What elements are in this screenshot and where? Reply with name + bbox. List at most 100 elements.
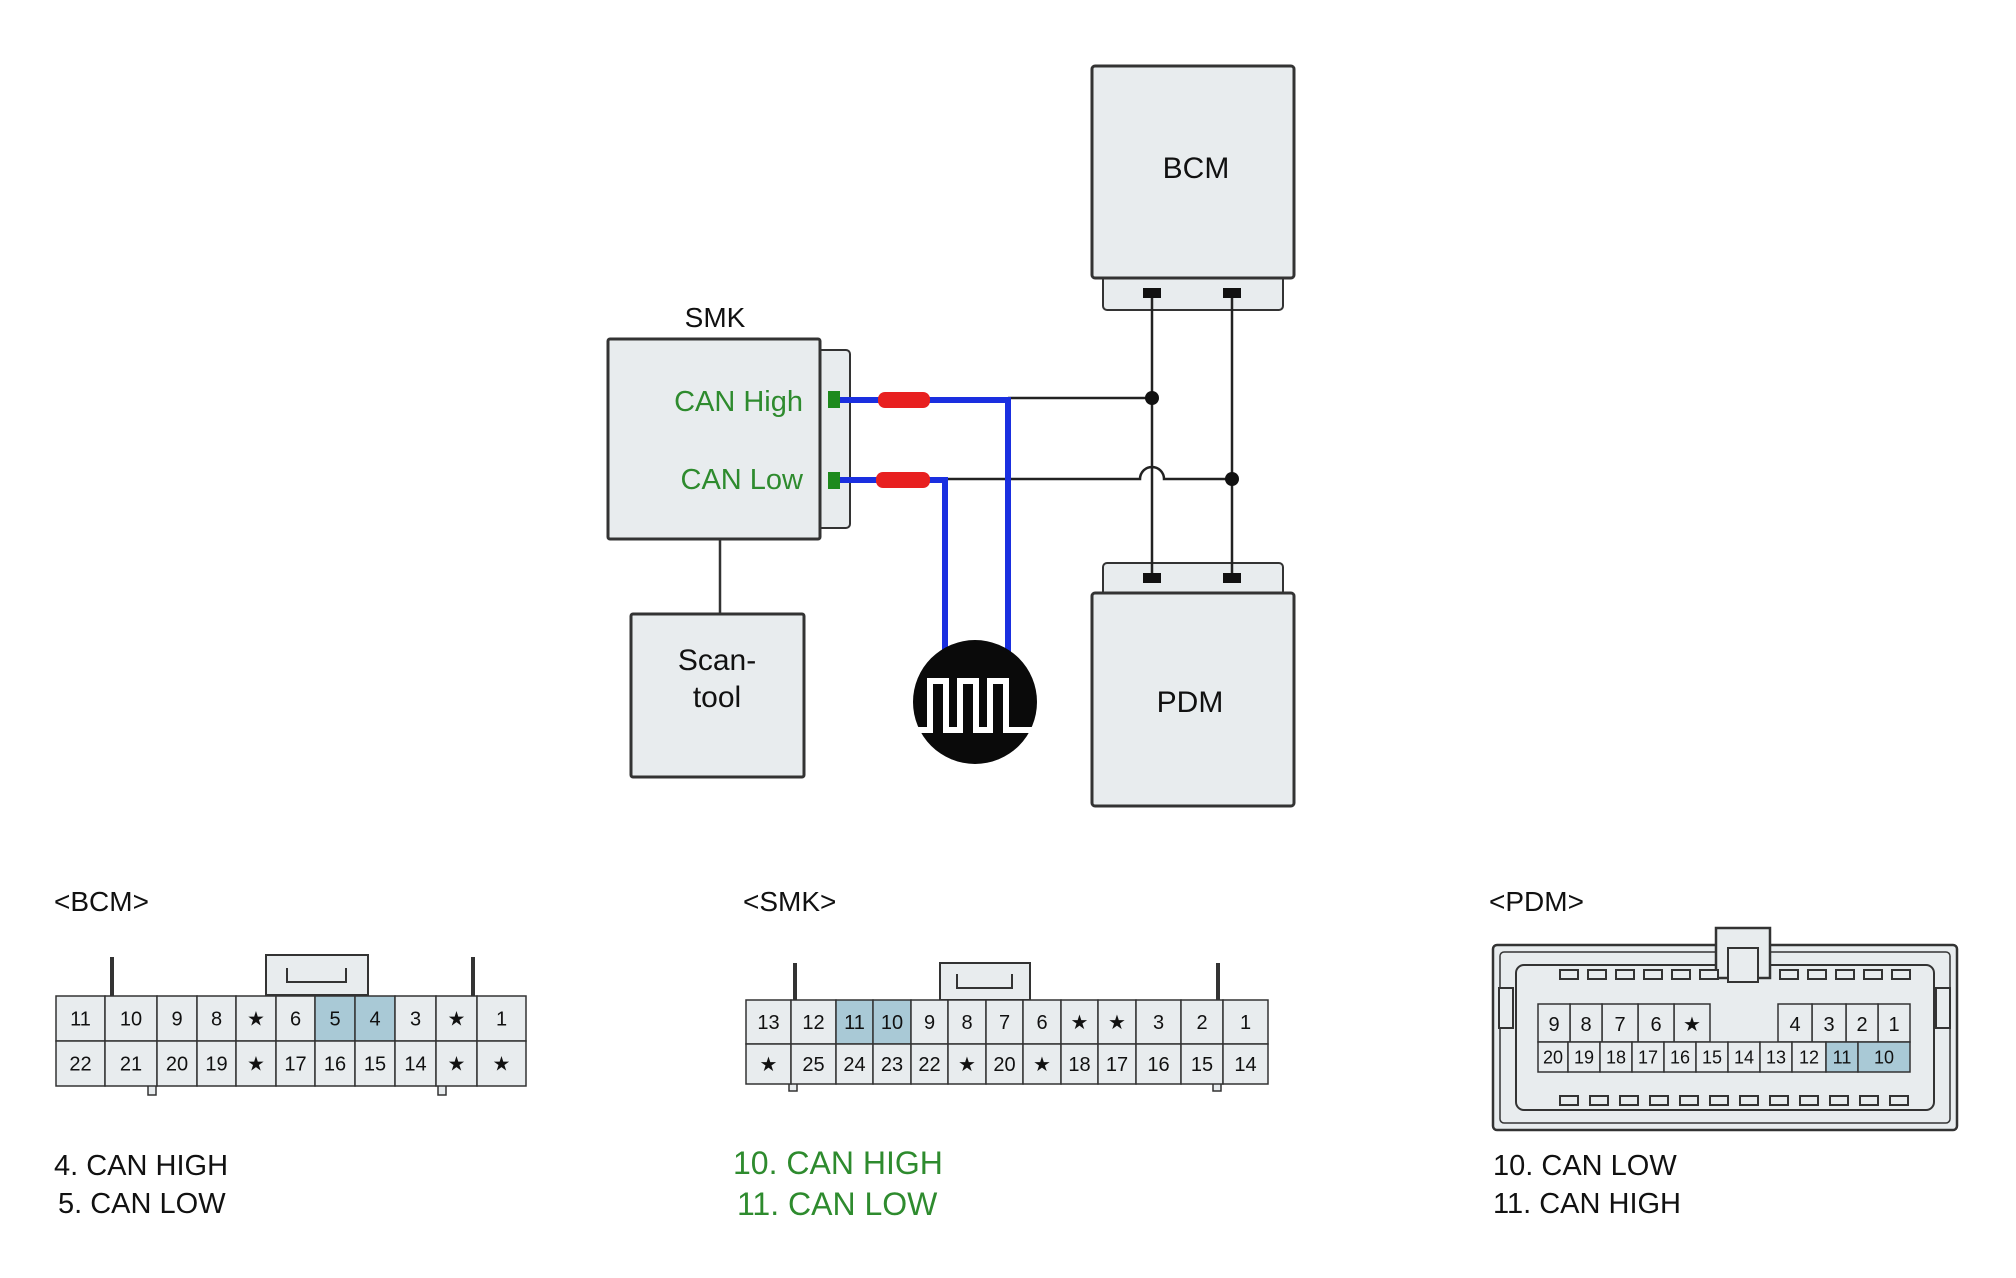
pdm-pin-cell xyxy=(1811,1003,1847,1043)
bcm-pin-number: 9 xyxy=(171,1009,182,1031)
smk-pin-cell xyxy=(1180,999,1224,1045)
pdm-latch xyxy=(1769,1095,1789,1106)
smk-pin-number: ★ xyxy=(1108,1012,1126,1034)
bcm-pin-cell xyxy=(196,995,237,1042)
pdm-pin-cell xyxy=(1857,1041,1911,1073)
smk-connector-title: <SMK> xyxy=(743,886,836,917)
pdm-pin-number: 9 xyxy=(1548,1014,1559,1036)
bcm-pin-number: ★ xyxy=(247,1009,265,1031)
smk-pin-number: ★ xyxy=(1033,1054,1051,1076)
pdm-label: PDM xyxy=(1157,686,1224,719)
pdm-legend-1: 10. CAN LOW xyxy=(1493,1150,1677,1182)
smk-pin-number: 8 xyxy=(961,1012,972,1034)
bcm-connector-title: <BCM> xyxy=(54,886,149,917)
pdm-pin-cell xyxy=(1673,1003,1711,1043)
smk-pin-number: 10 xyxy=(881,1012,903,1034)
bcm-module: BCM xyxy=(1090,64,1296,311)
pdm-latch xyxy=(1559,969,1579,980)
bcm-pin-number: 22 xyxy=(69,1054,91,1076)
can-bus-wiring xyxy=(945,298,1234,573)
smk-pin-cell xyxy=(1060,999,1099,1045)
smk-pin-cell xyxy=(745,999,792,1045)
probe-clip-low xyxy=(876,472,930,488)
pdm-latch xyxy=(1679,1095,1699,1106)
bcm-pin-number: 3 xyxy=(410,1009,421,1031)
smk-pin-number: 14 xyxy=(1234,1054,1256,1076)
bcm-pin-cell xyxy=(354,1040,396,1087)
smk-pin-cell xyxy=(1222,999,1269,1045)
pdm-pin-cell xyxy=(1537,1003,1571,1043)
smk-pin-number: ★ xyxy=(958,1054,976,1076)
smk-pin-cell xyxy=(1097,1043,1137,1085)
bcm-pin-cell xyxy=(476,995,527,1042)
bcm-pin-cell xyxy=(235,1040,277,1087)
pdm-pin-number: 18 xyxy=(1606,1047,1626,1067)
scan-tool-label-1: Scan- xyxy=(678,644,756,677)
bcm-pin-number: 11 xyxy=(70,1009,91,1031)
pdm-latch xyxy=(1559,1095,1579,1106)
bcm-pin-cell xyxy=(314,1040,356,1087)
pdm-legend-2: 11. CAN HIGH xyxy=(1493,1188,1681,1220)
bcm-pin-number: 15 xyxy=(364,1054,386,1076)
pdm-module: PDM xyxy=(1090,562,1296,808)
pdm-latch xyxy=(1807,969,1827,980)
pdm-pin-number: 19 xyxy=(1574,1047,1594,1067)
pdm-pin-number: 12 xyxy=(1799,1047,1819,1067)
pdm-latch xyxy=(1709,1095,1729,1106)
probe-wires xyxy=(840,397,1011,653)
bcm-pin-number: 1 xyxy=(496,1009,507,1031)
smk-pin-number: 3 xyxy=(1153,1012,1164,1034)
pdm-pin-number: 13 xyxy=(1766,1047,1786,1067)
bcm-pin-number: 4 xyxy=(369,1009,380,1031)
bcm-pin-cell xyxy=(104,1040,158,1087)
smk-pin-number: 20 xyxy=(993,1054,1015,1076)
scan-tool-label-2: tool xyxy=(693,681,741,714)
smk-pin-number: 23 xyxy=(881,1054,903,1076)
square-wave-icon xyxy=(918,678,1032,733)
smk-pin-number: 17 xyxy=(1106,1054,1128,1076)
pdm-latch xyxy=(1619,1095,1639,1106)
smk-pin-number: 18 xyxy=(1068,1054,1090,1076)
pdm-pin-cell xyxy=(1695,1041,1729,1073)
pdm-pin-number: 2 xyxy=(1856,1014,1867,1036)
smk-pin-cell xyxy=(1135,1043,1182,1085)
pdm-latch xyxy=(1649,1095,1669,1106)
can-high-junction xyxy=(1145,391,1159,405)
bcm-pin-number: ★ xyxy=(448,1009,466,1031)
scan-tool: Scan- tool xyxy=(629,539,806,779)
smk-pin-cell xyxy=(910,999,949,1045)
pdm-pin-cell xyxy=(1759,1041,1793,1073)
smk-pin-number: 6 xyxy=(1036,1012,1047,1034)
smk-pin-number: 24 xyxy=(843,1054,865,1076)
pdm-pin-number: 17 xyxy=(1638,1047,1658,1067)
bcm-label: BCM xyxy=(1163,152,1230,185)
pdm-latch xyxy=(1779,969,1799,980)
bcm-legend-1: 4. CAN HIGH xyxy=(54,1150,228,1182)
smk-pin-cell xyxy=(790,1043,837,1085)
smk-pin-number: ★ xyxy=(1071,1012,1089,1034)
pdm-pin-cell xyxy=(1845,1003,1879,1043)
pdm-pin-cell xyxy=(1825,1041,1859,1073)
pdm-pin-cell xyxy=(1791,1041,1827,1073)
pdm-latch xyxy=(1829,1095,1849,1106)
bcm-pin-cell xyxy=(235,995,277,1042)
bcm-legend-2: 5. CAN LOW xyxy=(58,1188,226,1220)
bcm-pin-number: 8 xyxy=(211,1009,222,1031)
smk-pin-number: 2 xyxy=(1196,1012,1207,1034)
pdm-latch xyxy=(1615,969,1635,980)
pdm-latch xyxy=(1699,969,1719,980)
bcm-pin-number: 6 xyxy=(290,1009,301,1031)
smk-pin-number: 13 xyxy=(757,1012,779,1034)
pdm-latch xyxy=(1889,1095,1909,1106)
smk-pin-cell xyxy=(910,1043,949,1085)
pdm-latch xyxy=(1589,1095,1609,1106)
pdm-latch xyxy=(1891,969,1911,980)
smk-legend-1: 10. CAN HIGH xyxy=(733,1145,943,1181)
bcm-pin-cell xyxy=(476,1040,527,1087)
pdm-latch xyxy=(1643,969,1663,980)
bcm-pin-number: 14 xyxy=(404,1054,426,1076)
pdm-latch xyxy=(1587,969,1607,980)
pdm-pin-number: 1 xyxy=(1888,1014,1899,1036)
